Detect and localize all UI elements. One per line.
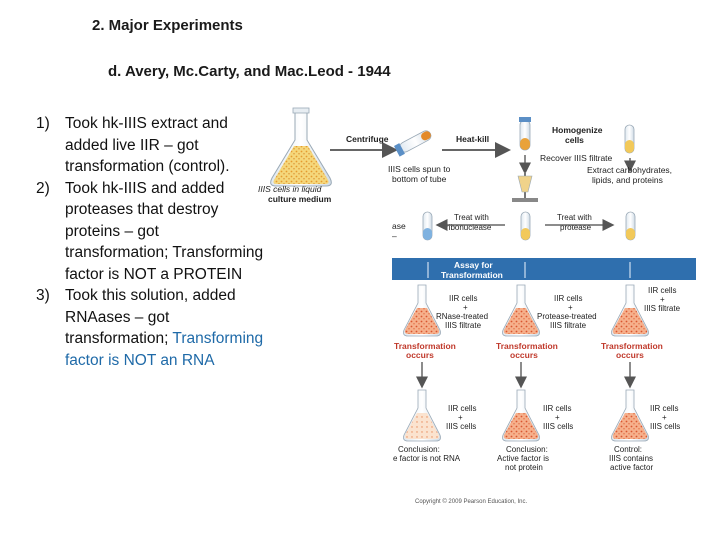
iir-label: IIR cells [449,294,477,303]
iiis-cells-label: IIIS cells [446,422,476,431]
transformation-occurs-label: occurs [510,350,538,360]
rnase-treated-label: RNase-treated [436,312,488,321]
test-tube-icon [519,117,531,151]
culture-label-2: culture medium [268,194,332,204]
conclusion-label: Conclusion: [506,445,548,454]
flask-icon [502,284,540,337]
test-tube-icon [422,211,433,241]
iir-label: IIR cells [448,404,476,413]
assay-label-2: Transformation [441,270,503,280]
test-tube-icon [520,211,531,241]
step-item: 3) Took this solution, added RNAases – g… [36,285,266,371]
flask-icon [403,284,441,337]
step-number: 2) [36,179,50,197]
flask-icon [611,284,649,337]
treat-rnase-label-1: Treat with [454,213,489,222]
transformation-occurs-label: Transformation [496,341,558,351]
step-item: 2) Took hk-IIIS and added proteases that… [36,178,266,286]
conclusion-label: Conclusion: [398,445,440,454]
plus-label: + [458,413,463,422]
page-subheading: d. Avery, Mc.Carty, and Mac.Leod - 1944 [108,63,391,80]
treat-protease-label-2: protease [560,223,592,232]
iiis-filtrate-label: IIIS filtrate [445,321,482,330]
iir-label: IIR cells [650,404,678,413]
transformation-occurs-label: Transformation [394,341,456,351]
treat-rnase-label-2: ribonuclease [446,223,492,232]
plus-label: + [568,303,573,312]
conclusion-text: not protein [505,463,543,472]
centrifuge-tube-icon [393,130,432,157]
page-heading: 2. Major Experiments [92,17,243,34]
spun-label-2: bottom of tube [392,174,447,184]
conclusion-text: Active factor is [497,454,549,463]
protease-treated-label: Protease-treated [537,312,597,321]
step-number: 3) [36,287,50,304]
recover-label: Recover IIIS filtrate [540,153,613,163]
iiis-cells-label: IIIS cells [543,422,573,431]
step-text: Took hk-IIIS extract and added live IIR … [65,115,230,175]
test-tube-icon [625,211,636,241]
heat-kill-label: Heat-kill [456,134,489,144]
homogenize-label-2: cells [565,135,584,145]
filtrate-tube-icon [624,124,635,154]
homogenize-label-1: Homogenize [552,125,603,135]
iiis-filtrate-label: IIIS filtrate [550,321,587,330]
transformation-occurs-label: Transformation [601,341,663,351]
plus-label: + [555,413,560,422]
centrifuge-label: Centrifuge [346,134,389,144]
copyright-text: Copyright © 2009 Pearson Education, Inc. [415,498,527,505]
step-text: Took hk-IIIS and added proteases that de… [65,179,264,283]
plus-label: + [660,295,665,304]
step-text: Took this solution, added RNAases – got … [65,287,236,347]
transformation-occurs-label: occurs [616,350,644,360]
step-conclusion-highlight: Transforming factor is NOT an RNA [65,330,264,369]
treat-protease-label-1: Treat with [557,213,592,222]
control-label: Control: [614,445,642,454]
spun-label-1: IIIS cells spun to [388,164,451,174]
culture-label-1: IIIS cells in liquid [258,184,322,194]
control-text: active factor [610,463,653,472]
step-number: 1) [36,115,50,132]
plus-label: + [662,413,667,422]
step-item: 1) Took hk-IIIS extract and added live I… [36,113,266,178]
assay-band [392,258,696,280]
culture-flask-icon [270,107,332,187]
flask-icon [403,389,441,442]
experiment-steps-list: 1) Took hk-IIIS extract and added live I… [36,113,266,371]
flask-icon [502,389,540,442]
iir-label: IIR cells [554,294,582,303]
assay-label-1: Assay for [454,260,493,270]
transformation-occurs-label: occurs [406,350,434,360]
ase-label-1: ase [392,221,406,231]
separatory-funnel-icon [512,172,538,202]
extract-label-1: Extract carbohydrates, [587,165,672,175]
iir-label: IIR cells [648,286,676,295]
iiis-filtrate-label: IIIS filtrate [644,304,681,313]
iir-label: IIR cells [543,404,571,413]
conclusion-text: e factor is not RNA [393,454,461,463]
extract-label-2: lipids, and proteins [592,175,663,185]
iiis-cells-label: IIIS cells [650,422,680,431]
control-text: IIIS contains [609,454,653,463]
plus-label: + [463,303,468,312]
flask-icon [611,389,649,442]
ase-label-2: – [392,231,397,241]
